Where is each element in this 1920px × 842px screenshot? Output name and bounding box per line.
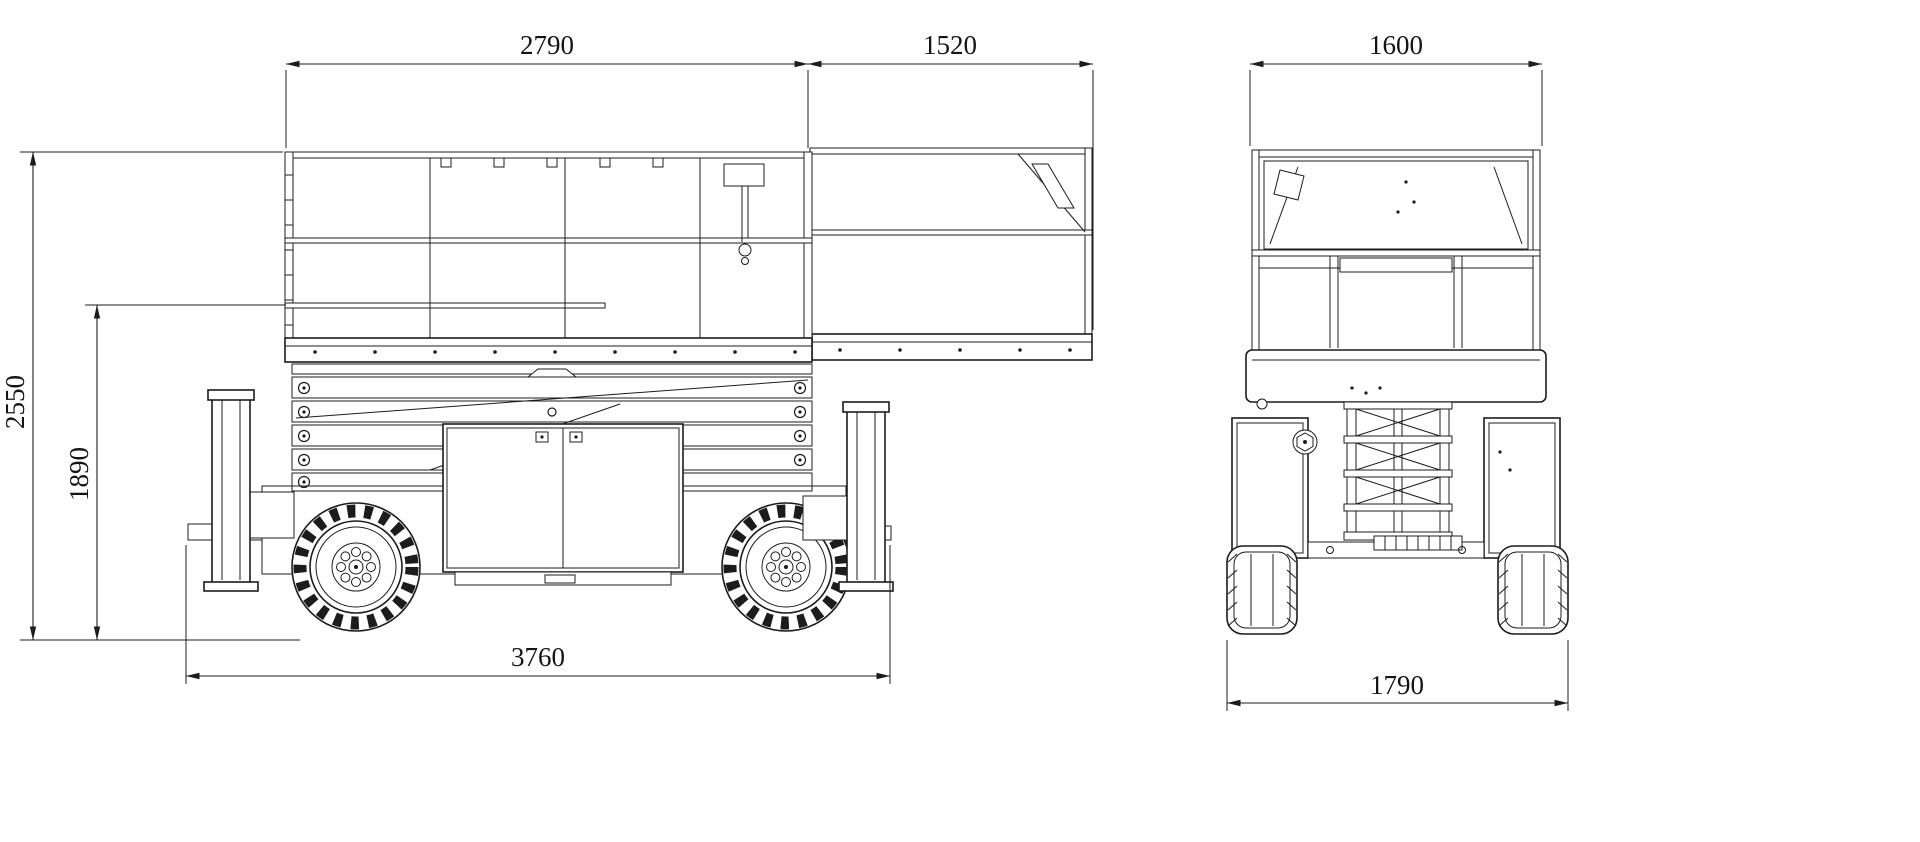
front-bottom-frame	[1307, 535, 1485, 559]
platform-deck	[284, 337, 813, 363]
beacon	[1256, 398, 1268, 410]
extension-handle	[1031, 163, 1075, 209]
front-view	[1226, 149, 1569, 635]
dim-overall-length: 3760	[185, 545, 891, 684]
dim-overall-width: 1790	[1226, 640, 1569, 711]
dim-extension-length-label: 1520	[923, 30, 977, 60]
chassis-box	[442, 423, 684, 586]
dim-platform-length-label: 2790	[520, 30, 574, 60]
dim-folded-rail-height-label: 1890	[64, 447, 94, 501]
front-wheel	[292, 503, 420, 631]
dim-overall-width-label: 1790	[1370, 670, 1424, 700]
right-outrigger	[802, 401, 894, 592]
left-outrigger	[203, 389, 295, 592]
side-view	[187, 147, 1093, 631]
extension-floor	[811, 333, 1093, 361]
dim-overall-height: 2550	[0, 151, 300, 641]
front-scissor-stack	[1343, 401, 1453, 541]
front-right-wheel	[1497, 545, 1569, 635]
dim-overall-height-label: 2550	[0, 375, 30, 429]
dim-extension-length: 1520	[808, 30, 1094, 330]
rail-control-box	[1273, 169, 1305, 201]
hex-cap	[1292, 429, 1318, 455]
extension-deck	[809, 147, 1093, 361]
chassis-shroud-right	[1483, 417, 1561, 559]
dim-platform-width-label: 1600	[1369, 30, 1423, 60]
platform-rails	[284, 151, 813, 346]
dim-folded-rail-height: 1890	[64, 304, 286, 640]
upper-control-box	[723, 163, 765, 265]
dim-platform-width: 1600	[1249, 30, 1543, 146]
front-platform-base	[1245, 349, 1547, 403]
front-chassis	[1231, 398, 1561, 559]
dim-overall-length-label: 3760	[511, 642, 565, 672]
front-rails	[1251, 149, 1541, 351]
dim-platform-length: 2790	[285, 30, 809, 148]
lift-bracket	[526, 368, 578, 378]
front-left-wheel	[1226, 545, 1298, 635]
